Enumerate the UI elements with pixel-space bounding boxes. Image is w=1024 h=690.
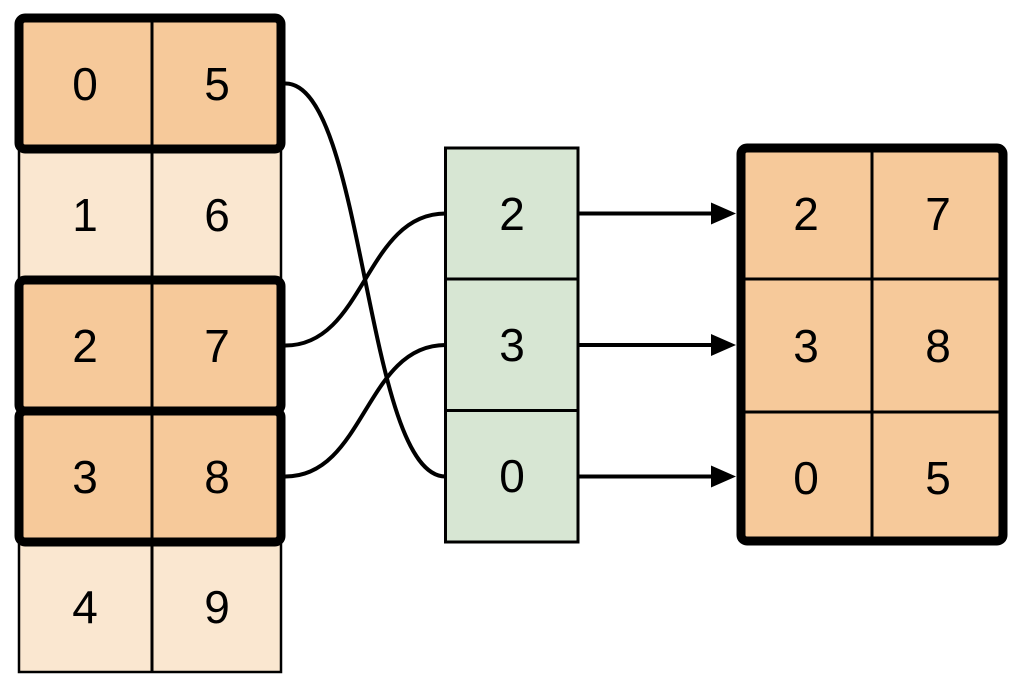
result-cell-2-1: 5 bbox=[925, 452, 951, 504]
source-row-2 bbox=[14, 275, 286, 416]
index-value-2: 0 bbox=[499, 450, 525, 502]
source-table: 0 5 1 6 2 7 3 8 4 9 bbox=[14, 13, 286, 674]
arrowhead-result-row-0 bbox=[711, 202, 736, 225]
source-cell-4-0: 4 bbox=[72, 581, 98, 633]
source-cell-3-1: 8 bbox=[204, 451, 230, 503]
index-value-1: 3 bbox=[499, 319, 525, 371]
source-cell-1-0: 1 bbox=[72, 189, 98, 241]
curve-source-row-2-to-index-cell-0 bbox=[285, 211, 446, 348]
source-row-1 bbox=[17, 147, 283, 282]
source-row-0 bbox=[14, 13, 286, 154]
source-row-3 bbox=[14, 406, 286, 547]
source-cell-0-1: 5 bbox=[204, 58, 230, 110]
index-cell-2 bbox=[444, 409, 580, 544]
index-to-result-arrows bbox=[578, 202, 736, 488]
source-row-4 bbox=[17, 540, 283, 674]
index-value-0: 2 bbox=[499, 188, 525, 240]
source-cell-3-0: 3 bbox=[72, 451, 98, 503]
source-cell-4-1: 9 bbox=[204, 581, 230, 633]
arrowhead-result-row-1 bbox=[711, 334, 736, 356]
index-cell-1 bbox=[444, 277, 580, 412]
index-column: 2 3 0 bbox=[444, 146, 580, 544]
source-cell-1-1: 6 bbox=[204, 189, 230, 241]
source-to-index-curves bbox=[285, 81, 446, 479]
result-table: 2 7 3 8 0 5 bbox=[736, 143, 1008, 546]
result-cell-0-1: 7 bbox=[925, 188, 951, 240]
source-cell-2-1: 7 bbox=[204, 320, 230, 372]
arrowhead-result-row-2 bbox=[711, 465, 736, 488]
result-cell-2-0: 0 bbox=[793, 452, 819, 504]
result-cell-1-1: 8 bbox=[925, 320, 951, 372]
result-cell-0-0: 2 bbox=[793, 188, 819, 240]
source-cell-2-0: 2 bbox=[72, 320, 98, 372]
result-cell-1-0: 3 bbox=[793, 320, 819, 372]
source-cell-0-0: 0 bbox=[72, 58, 98, 110]
curve-source-row-3-to-index-cell-1 bbox=[285, 343, 446, 479]
